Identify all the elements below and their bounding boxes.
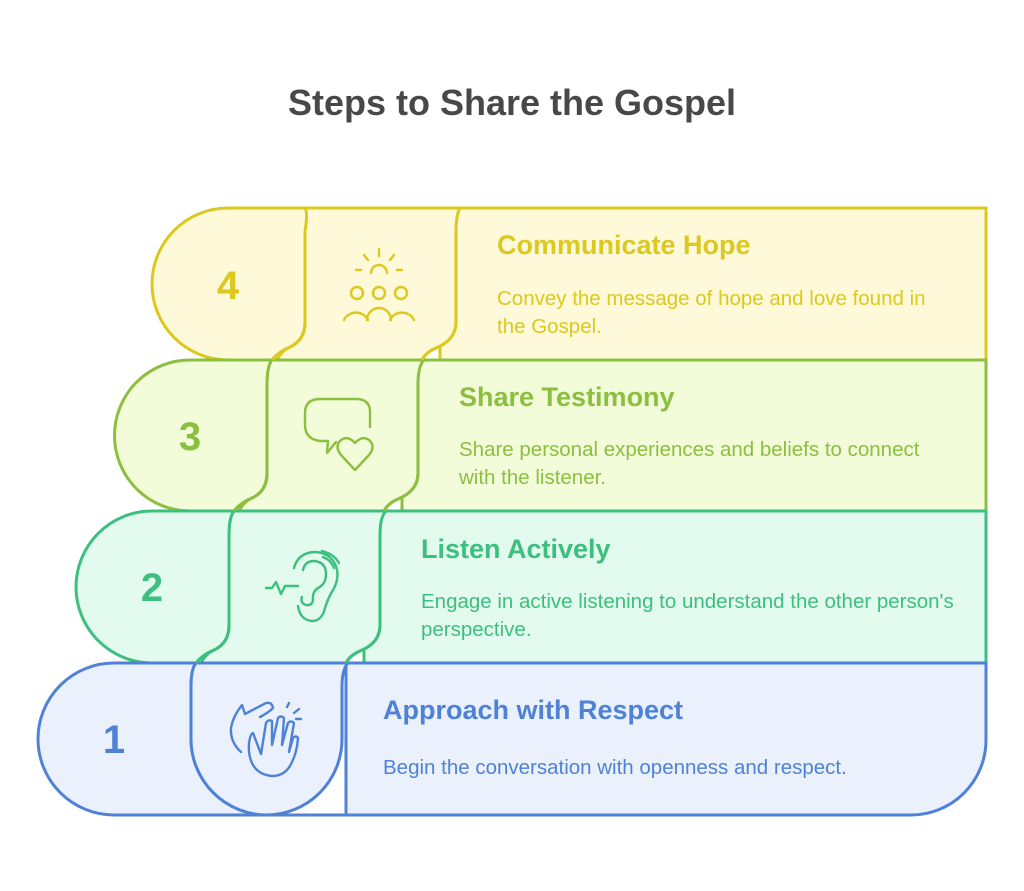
ear-listening-icon xyxy=(264,549,341,623)
step-4-shape xyxy=(150,206,988,374)
step-2-shape xyxy=(74,472,988,677)
step-1-number: 1 xyxy=(102,718,126,762)
step-3-heading: Share Testimony xyxy=(459,382,675,412)
clapping-hands-icon xyxy=(229,701,303,778)
step-3-shape xyxy=(113,321,988,525)
step-2-description: Engage in active listening to understand… xyxy=(421,590,954,641)
speech-bubble-heart-icon xyxy=(303,397,374,472)
step-1-description: Begin the conversation with openness and… xyxy=(383,756,847,779)
people-sunrise-icon xyxy=(342,247,416,322)
diagram-title: Steps to Share the Gospel xyxy=(287,82,737,123)
step-1-heading: Approach with Respect xyxy=(383,695,684,725)
step-3-number: 3 xyxy=(178,415,202,459)
step-2-heading: Listen Actively xyxy=(421,534,611,564)
step-4-description: Convey the message of hope and love foun… xyxy=(497,287,926,338)
step-2-number: 2 xyxy=(140,566,164,610)
step-3-description: Share personal experiences and beliefs t… xyxy=(459,438,920,489)
step-1-shape xyxy=(36,624,988,817)
step-4-heading: Communicate Hope xyxy=(497,230,751,260)
step-4-number: 4 xyxy=(216,264,240,308)
